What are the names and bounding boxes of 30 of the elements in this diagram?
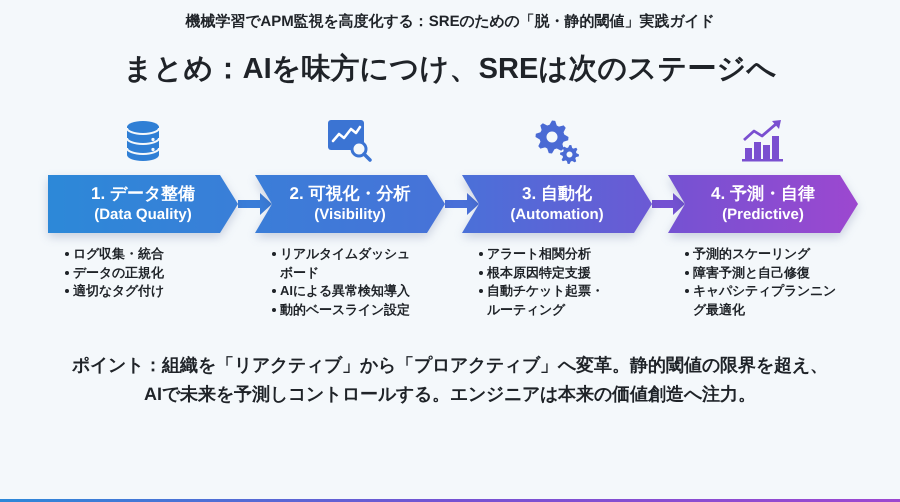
list-item-text: 根本原因特定支援: [487, 264, 592, 282]
arrow: [652, 193, 685, 215]
list-item-text: キャパシティプランニング最適化: [693, 282, 837, 318]
step-subtitle: (Visibility): [314, 205, 386, 225]
arrow: [238, 193, 272, 215]
step-title: 1. データ整備: [91, 183, 195, 205]
step-title: 2. 可視化・分析: [290, 183, 410, 205]
list-item-text: アラート相関分析: [487, 245, 592, 263]
list-item-text: 適切なタグ付け: [73, 282, 165, 300]
arrow: [445, 193, 479, 215]
list-item-text: ログ収集・統合: [73, 245, 165, 263]
page-title: まとめ：AIを味方につけ、SREは次のステージへ: [124, 52, 776, 87]
chevron-step: [255, 175, 445, 233]
step-subtitle: (Predictive): [722, 205, 804, 225]
list-item-text: 自動チケット起票・ルーティング: [487, 282, 605, 318]
list-item-text: データの正規化: [73, 264, 165, 282]
list-item-text: 動的ベースライン設定: [280, 300, 411, 318]
chevron-step: [48, 175, 238, 233]
summary-text: ポイント：組織を「リアクティブ」から「プロアクティブ」へ変革。静的閾値の限界を超え、AIで未来を予測しコントロールする。エンジニアは本来の価値創造へ注力。: [71, 354, 829, 406]
chevron-step: [462, 175, 652, 233]
step-subtitle: (Data Quality): [94, 205, 192, 225]
list-item-text: 障害予測と自己修復: [693, 264, 811, 282]
list-item-text: AIによる異常検知導入: [280, 282, 411, 300]
list-item-text: 予測的スケーリング: [693, 245, 812, 263]
step-title: 4. 予測・自律: [711, 183, 815, 205]
list-item-text: リアルタイムダッシュボード: [280, 245, 411, 282]
chevron-step: [668, 175, 858, 233]
subtitle-text: 機械学習でAPM監視を高度化する：SREのための「脱・静的閾値」実践ガイド: [185, 12, 715, 32]
step-title: 3. 自動化: [522, 183, 592, 205]
step-subtitle: (Automation): [510, 205, 604, 225]
